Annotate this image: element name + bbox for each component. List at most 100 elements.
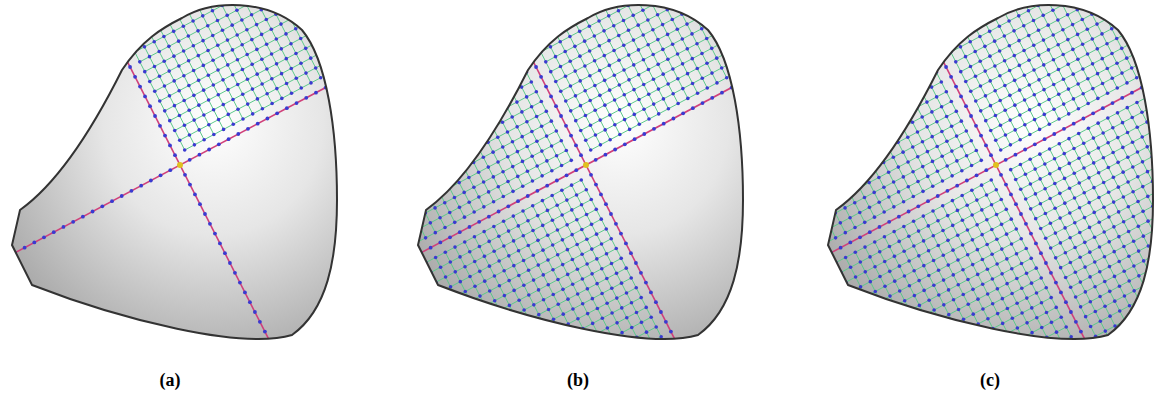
mesh-edge: [449, 108, 459, 113]
mesh-edge: [534, 324, 544, 329]
mesh-vertex: [123, 31, 127, 35]
curve-vertex: [188, 158, 192, 162]
mesh-edge: [424, 84, 434, 89]
mesh-edge: [492, 23, 502, 28]
mesh-edge: [416, 268, 421, 278]
mesh-edge: [510, 330, 515, 340]
mesh-edge: [340, 43, 345, 53]
mesh-edge: [164, 7, 174, 12]
mesh-vertex: [202, 88, 206, 92]
mesh-edge: [407, 298, 412, 308]
mesh-edge: [417, 342, 422, 352]
mesh-edge: [448, 34, 458, 39]
mesh-edge: [415, 169, 420, 179]
mesh-vertex: [251, 112, 255, 116]
mesh-edge: [480, 316, 490, 321]
mesh-edge: [418, 25, 428, 30]
mesh-edge: [428, 44, 438, 49]
mesh-edge: [421, 278, 426, 288]
mesh-edge: [529, 339, 539, 344]
mesh-edge: [406, 273, 411, 283]
mesh-edge: [441, 336, 451, 341]
mesh-vertex: [153, 89, 157, 93]
mesh-edge: [422, 352, 427, 362]
mesh-edge: [480, 321, 485, 331]
surface-outline: [12, 5, 337, 339]
mesh-edge: [139, 7, 149, 12]
mesh-vertex: [207, 98, 211, 102]
mesh-vertex: [163, 84, 167, 88]
mesh-edge: [439, 138, 449, 143]
mesh-edge: [458, 29, 468, 34]
mesh-vertex: [290, 91, 294, 95]
mesh-edge: [500, 335, 505, 345]
mesh-edge: [483, 127, 493, 132]
mesh-edge: [446, 321, 456, 326]
mesh-edge: [420, 154, 425, 164]
mesh-edge: [477, 43, 487, 48]
mesh-edge: [534, 349, 544, 354]
mesh-vertex: [343, 26, 347, 30]
mesh-vertex: [236, 83, 240, 87]
mesh-edge: [436, 307, 441, 317]
mesh-edge: [443, 24, 453, 29]
mesh-edge: [521, 13, 526, 23]
mesh-edge: [485, 326, 495, 331]
mesh-edge: [497, 82, 507, 87]
mesh-edge: [416, 263, 426, 268]
mesh-vertex: [221, 78, 225, 82]
mesh-vertex: [279, 22, 283, 26]
curve-vertex: [71, 220, 75, 224]
mesh-edge: [434, 109, 439, 119]
mesh-vertex: [314, 66, 318, 70]
mesh-vertex: [148, 80, 152, 84]
mesh-vertex: [294, 76, 298, 80]
mesh-edge: [515, 340, 520, 350]
mesh-edge: [550, 0, 555, 7]
mesh-edge: [406, 223, 411, 233]
mesh-edge: [549, 334, 554, 344]
mesh-edge: [295, 0, 305, 4]
mesh-vertex: [328, 46, 332, 50]
mesh-edge: [420, 129, 425, 139]
mesh-edge: [453, 69, 463, 74]
mesh-edge: [412, 302, 422, 307]
mesh-edge: [130, 37, 140, 42]
mesh-edge: [159, 0, 169, 2]
mesh-edge: [467, 24, 477, 29]
mesh-edge: [404, 70, 414, 75]
mesh-vertex: [212, 83, 216, 87]
mesh-vertex: [221, 103, 225, 107]
mesh-edge: [423, 15, 428, 25]
mesh-vertex: [202, 64, 206, 68]
mesh-edge: [505, 320, 510, 330]
mesh-edge: [418, 5, 423, 15]
mesh-edge: [139, 32, 149, 37]
mesh-edge: [434, 84, 439, 94]
mesh-vertex: [216, 43, 220, 47]
mesh-edge: [408, 10, 413, 20]
mesh-edge: [473, 133, 483, 138]
mesh-edge: [463, 44, 468, 54]
mesh-edge: [444, 173, 454, 178]
mesh-edge: [330, 0, 335, 8]
mesh-edge: [120, 0, 125, 8]
mesh-edge: [403, 0, 408, 10]
mesh-edge: [433, 5, 443, 10]
mesh-vertex: [275, 87, 279, 91]
curve-vertex: [133, 75, 137, 79]
curve-vertex: [268, 340, 272, 344]
mesh-edge: [427, 332, 437, 337]
mesh-vertex: [240, 43, 244, 47]
mesh-edge: [573, 334, 578, 344]
mesh-edge: [536, 42, 541, 52]
mesh-edge: [345, 23, 355, 28]
curve-vertex: [258, 320, 262, 324]
mesh-edge: [603, 343, 608, 353]
curve-vertex: [285, 106, 289, 110]
mesh-vertex: [157, 25, 161, 29]
mesh-vertex: [197, 128, 201, 132]
mesh-edge: [608, 348, 618, 353]
curve-vertex: [233, 271, 237, 275]
mesh-edge: [496, 13, 501, 23]
